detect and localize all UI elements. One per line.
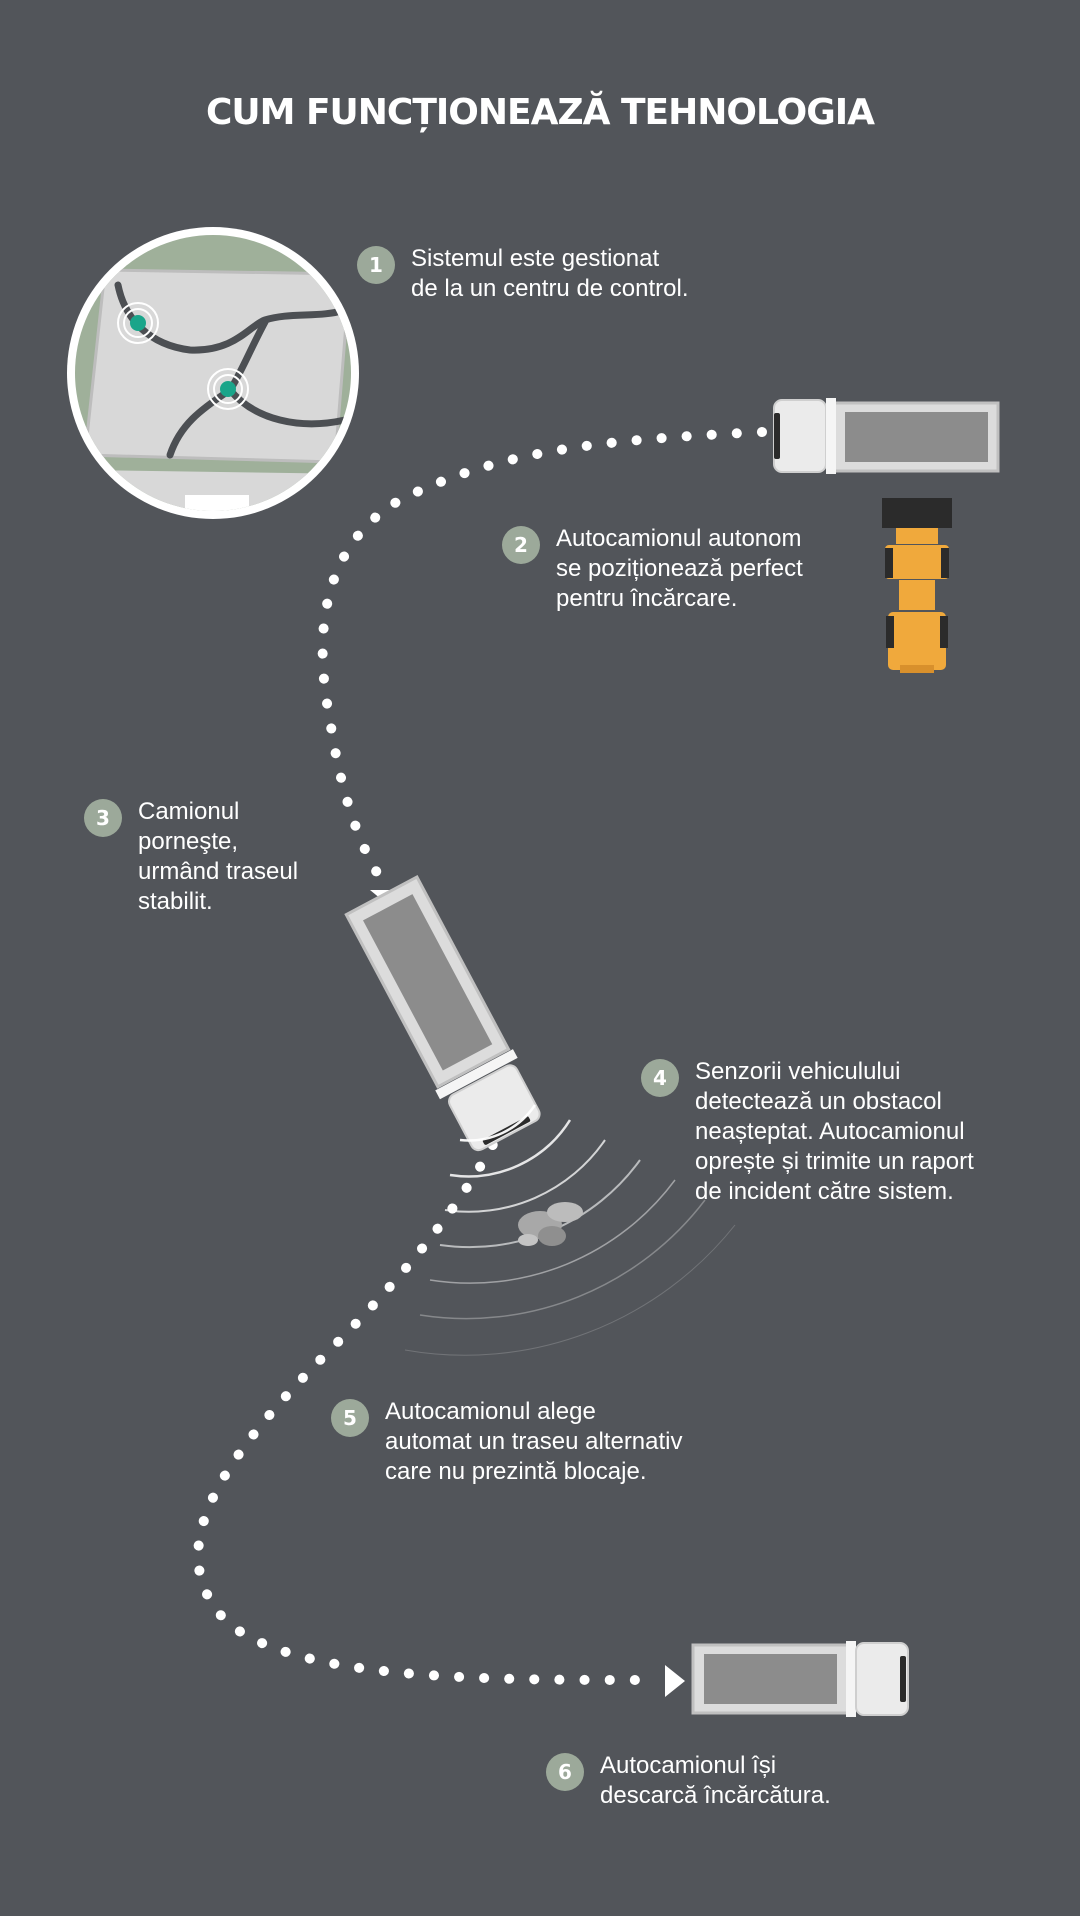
step-description: Autocamionul alege automat un traseu alt… — [385, 1398, 683, 1485]
step-description: Autocamionul își descarcă încărcătura. — [600, 1752, 831, 1809]
step-number-badge: 4 — [641, 1059, 679, 1097]
step-6: 6 Autocamionul își descarcă încărcătura. — [546, 1751, 831, 1811]
step-number-badge: 2 — [502, 526, 540, 564]
step-number-badge: 5 — [331, 1399, 369, 1437]
step-description: Senzorii vehiculului detectează un obsta… — [695, 1058, 974, 1205]
sensor-marker-2 — [220, 381, 236, 397]
sensor-marker-1 — [130, 315, 146, 331]
control-center-map — [67, 227, 359, 519]
step-description: Camionul porneşte, urmând traseul stabil… — [138, 798, 299, 915]
step-number-badge: 3 — [84, 799, 122, 837]
autonomous-truck-loading — [773, 398, 1000, 474]
step-number-badge: 6 — [546, 1753, 584, 1791]
step-description: Autocamionul autonom se poziționează per… — [556, 525, 803, 612]
step-1: 1 Sistemul este gestionat de la un centr… — [357, 244, 689, 304]
step-3: 3 Camionul porneşte, urmând traseul stab… — [84, 797, 298, 917]
step-description: Sistemul este gestionat de la un centru … — [411, 245, 689, 302]
step-2: 2 Autocamionul autonom se poziționează p… — [502, 524, 803, 614]
step-number-badge: 1 — [357, 246, 395, 284]
wheel-loader — [882, 498, 952, 673]
step-5: 5 Autocamionul alege automat un traseu a… — [331, 1397, 683, 1487]
route-arrow-right — [665, 1665, 685, 1697]
route-path-upper — [317, 427, 767, 890]
page-title: CUM FUNCȚIONEAZĂ TEHNOLOGIA — [205, 92, 875, 133]
autonomous-truck-unloading — [691, 1641, 909, 1717]
autonomous-truck-moving — [344, 874, 541, 1152]
obstacle-rocks — [518, 1202, 583, 1246]
route-path-lower — [193, 1095, 655, 1685]
step-4: 4 Senzorii vehiculului detectează un obs… — [641, 1057, 974, 1207]
